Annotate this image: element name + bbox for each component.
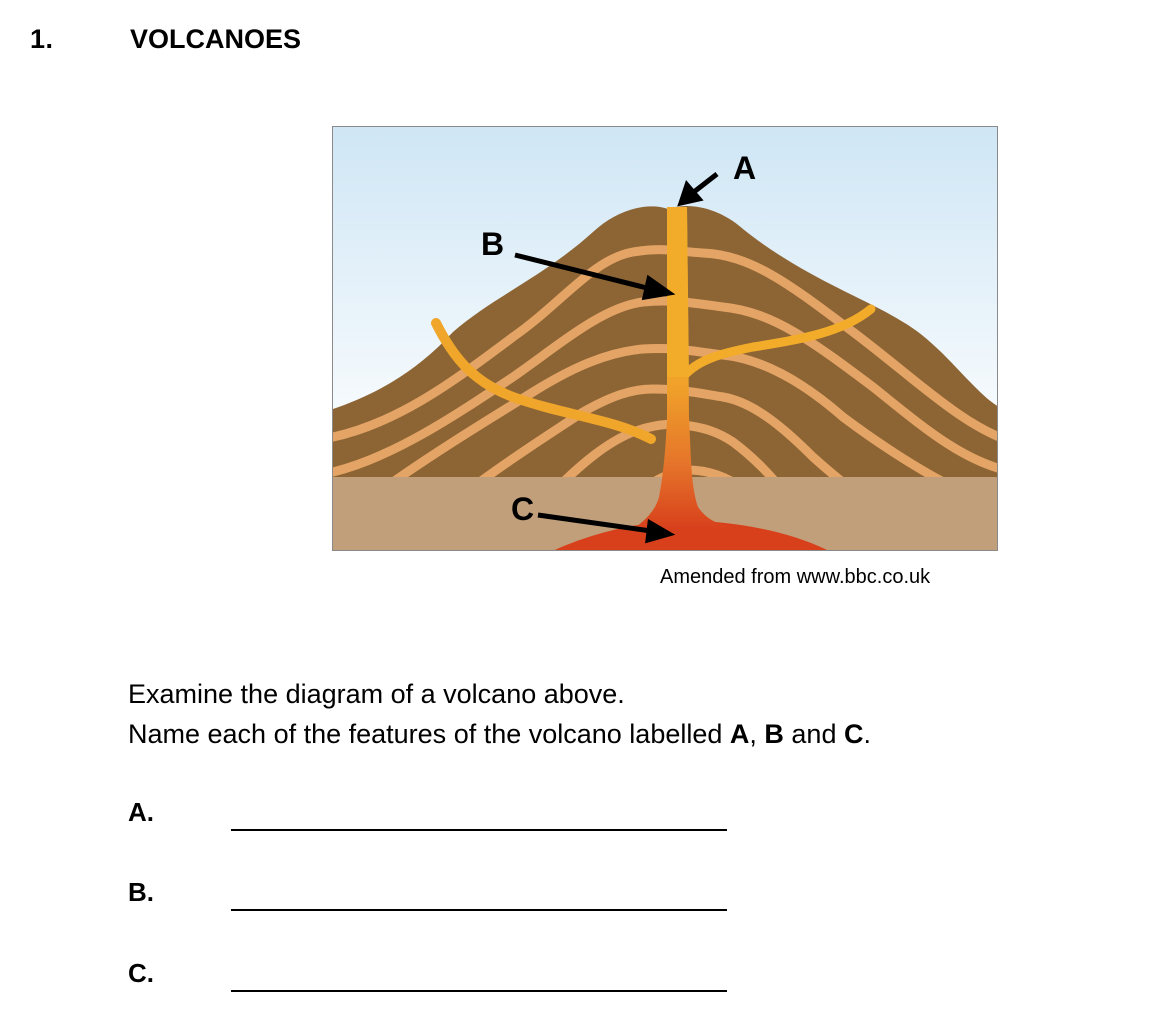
- arrow-c: [537, 512, 652, 534]
- arrow-b: [514, 252, 652, 292]
- instructions: Examine the diagram of a volcano above. …: [128, 674, 871, 754]
- label-arrows: [514, 172, 719, 544]
- answer-row-a: A.: [128, 797, 748, 837]
- instruction-label-a: A: [729, 719, 750, 749]
- instruction-separator: and: [783, 719, 844, 749]
- arrow-b-head: [641, 274, 676, 301]
- answer-label-b: B.: [128, 877, 154, 907]
- image-credit: Amended from www.bbc.co.uk: [660, 566, 931, 588]
- instruction-separator: ,: [749, 719, 765, 749]
- volcano-diagram: A B C: [332, 126, 998, 551]
- side-vent-left: [431, 318, 656, 444]
- instruction-line-2-text: Name each of the features of the volcano…: [128, 719, 730, 749]
- instruction-label-b: B: [764, 719, 784, 749]
- instruction-line-2: Name each of the features of the volcano…: [128, 714, 871, 754]
- answer-line-b[interactable]: [231, 909, 727, 911]
- label-a: A: [733, 150, 756, 186]
- answer-row-c: C.: [128, 958, 748, 998]
- label-c: C: [511, 491, 534, 527]
- arrow-c-head: [645, 518, 676, 544]
- label-b: B: [481, 226, 504, 262]
- instruction-period: .: [863, 719, 871, 749]
- side-vent-right: [678, 304, 876, 382]
- answer-line-a[interactable]: [231, 829, 727, 831]
- question-title: VOLCANOES: [130, 24, 302, 54]
- instruction-line-1: Examine the diagram of a volcano above.: [128, 679, 625, 709]
- volcano-illustration: A B C: [333, 127, 997, 550]
- instruction-label-c: C: [843, 719, 864, 749]
- question-number: 1.: [30, 24, 54, 54]
- answer-line-c[interactable]: [231, 990, 727, 992]
- answer-label-a: A.: [128, 797, 154, 827]
- answer-row-b: B.: [128, 877, 748, 917]
- answer-label-c: C.: [128, 958, 154, 988]
- arrow-a-head: [677, 180, 704, 207]
